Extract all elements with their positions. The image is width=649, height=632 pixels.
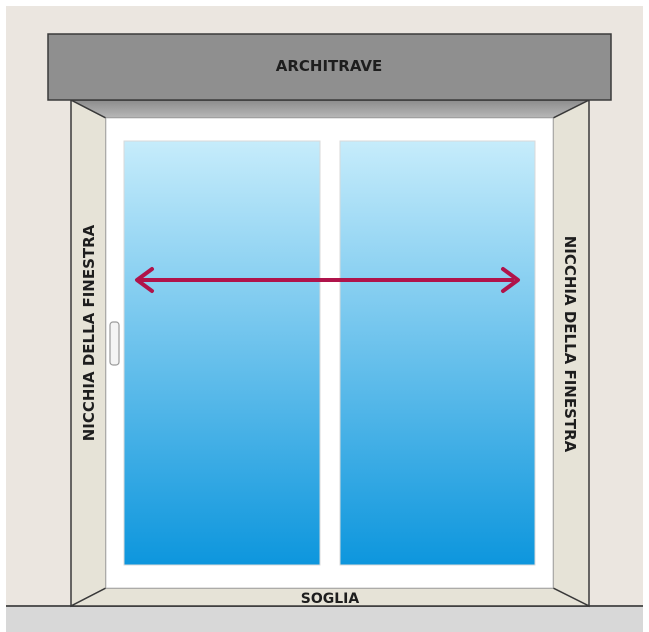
image-border-top (0, 0, 649, 6)
image-border-right (643, 0, 649, 632)
lintel-label: ARCHITRAVE (276, 57, 383, 75)
lintel (47, 33, 612, 101)
floor (6, 606, 643, 632)
sill-label: SOGLIA (301, 591, 360, 607)
image-border-left (0, 0, 6, 632)
glass-pane-left (123, 140, 321, 566)
glass-pane-right (339, 140, 536, 566)
left-reveal-label: NICCHIA DELLA FINESTRA (80, 224, 98, 441)
right-reveal-label: NICCHIA DELLA FINESTRA (561, 236, 579, 453)
double-headed-arrow-icon (135, 267, 520, 293)
door-handle-icon (109, 321, 120, 366)
lintel-underside (70, 99, 590, 119)
